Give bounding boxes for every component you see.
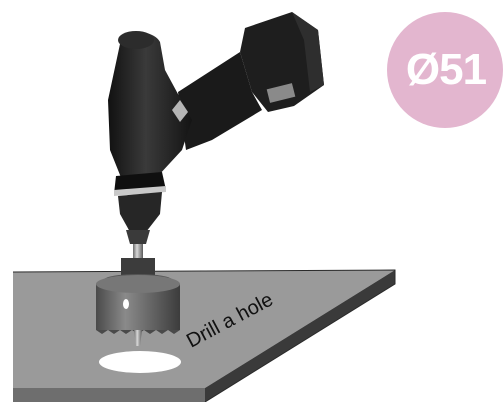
diameter-label: Ø51 bbox=[404, 45, 486, 95]
cordless-drill-icon bbox=[108, 12, 324, 260]
diameter-badge: Ø51 bbox=[387, 12, 503, 128]
drilled-hole-icon bbox=[99, 351, 181, 373]
